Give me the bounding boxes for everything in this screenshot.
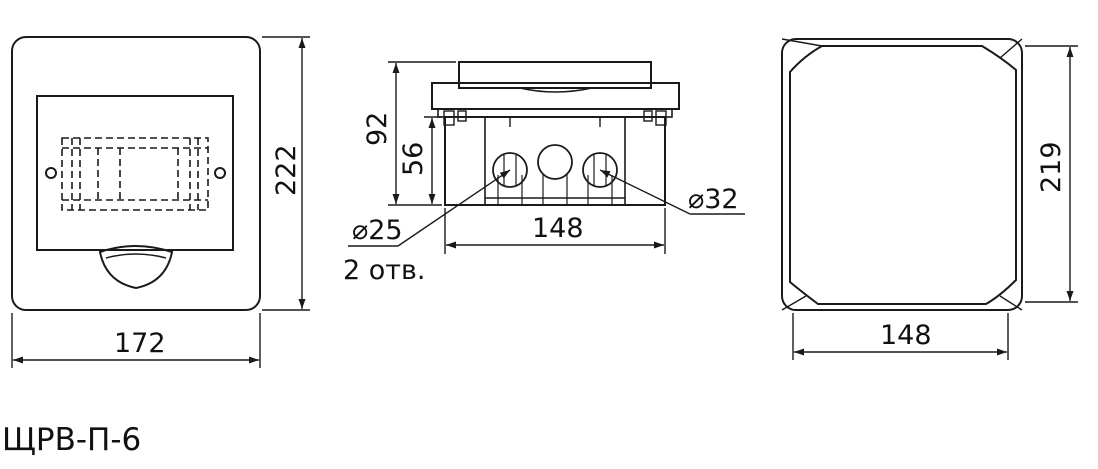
hole-left-icon (492, 152, 528, 188)
body-box (444, 116, 666, 206)
back-outer-frame (781, 38, 1023, 311)
breaker-slot-dashed (61, 137, 209, 211)
front-height-label: 222 (271, 144, 302, 196)
hole-center-icon (537, 144, 573, 180)
front-view (11, 36, 261, 311)
body-height-label: 56 (398, 142, 429, 176)
hole-right-icon (582, 152, 618, 188)
total-height-label: 92 (362, 112, 393, 146)
leader-32 (599, 169, 691, 215)
side-width-label: 148 (532, 213, 584, 244)
lid-base (431, 82, 680, 110)
front-width-label: 172 (114, 328, 166, 359)
back-height-label: 219 (1036, 141, 1067, 193)
side-dimensions (348, 61, 745, 254)
back-width-label: 148 (880, 320, 932, 351)
product-title: ЩРВ-П-6 (2, 422, 142, 458)
back-view (781, 38, 1023, 311)
back-dimensions (792, 45, 1078, 360)
front-dimensions (11, 36, 310, 368)
lid-top (458, 61, 652, 89)
back-inner-contour (789, 45, 1017, 305)
front-window (36, 95, 234, 251)
hole-small-label: ⌀25 (352, 215, 403, 246)
leader-25 (397, 169, 511, 247)
screw-left-icon (45, 167, 57, 179)
latch-handle (98, 245, 174, 290)
screw-right-icon (214, 167, 226, 179)
hole-large-label: ⌀32 (688, 184, 739, 215)
knockout-holes (492, 144, 618, 205)
front-outer-frame (11, 36, 261, 311)
side-view (431, 61, 680, 206)
hole-count-label: 2 отв. (343, 255, 426, 286)
